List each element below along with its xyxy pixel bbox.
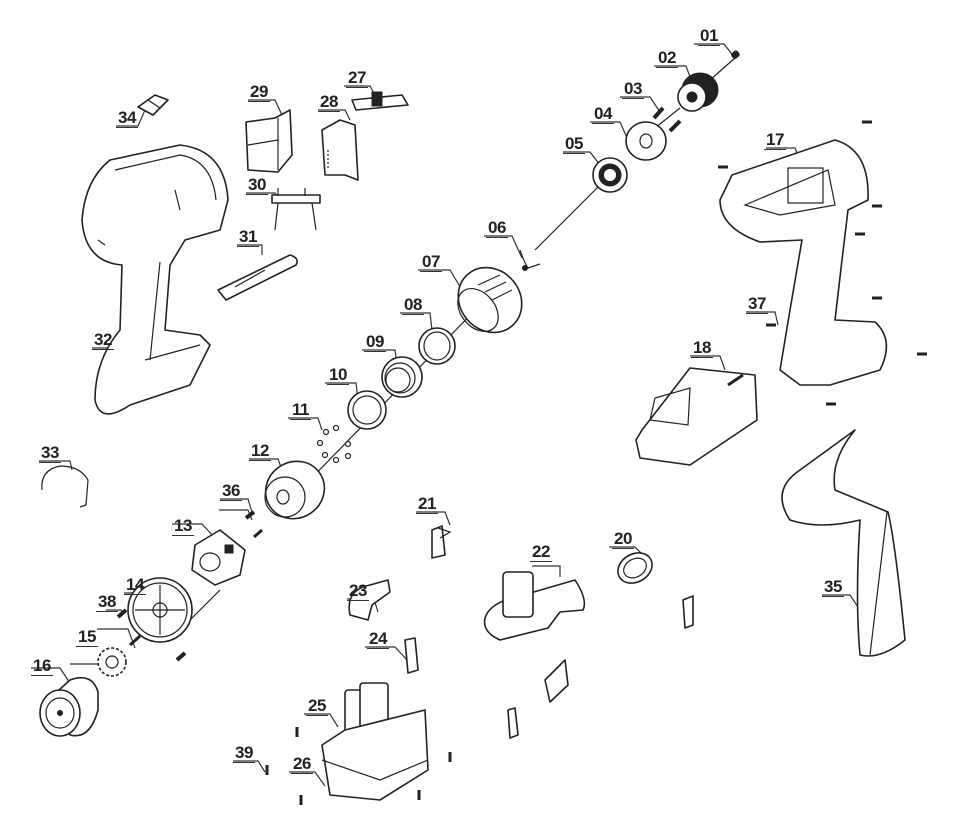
part-36-screws (244, 510, 263, 539)
part-label-26: 26 (291, 754, 313, 774)
part-label-03: 03 (622, 79, 644, 99)
part-32-left-housing (81, 144, 229, 415)
part-label-31: 31 (237, 227, 259, 247)
part-label-07: 07 (420, 252, 442, 272)
part-label-14: 14 (124, 575, 146, 595)
part-23-battery-latch (348, 579, 391, 621)
part-label-28: 28 (318, 92, 340, 112)
part-21-terminal (431, 525, 452, 559)
part-08-ring (418, 327, 456, 365)
part-04-disc (625, 121, 667, 161)
part-label-29: 29 (248, 82, 270, 102)
part-label-04: 04 (592, 104, 614, 124)
part-label-20: 20 (612, 529, 634, 549)
part-06-spring-clip (519, 249, 541, 271)
part-39-screws (265, 727, 452, 805)
part-18-charger (635, 367, 758, 466)
part-label-18: 18 (691, 338, 713, 358)
part-label-16: 16 (31, 656, 53, 676)
part-label-22: 22 (530, 542, 552, 562)
part-label-32: 32 (92, 330, 114, 350)
part-22-battery-cover (483, 571, 586, 641)
part-label-35: 35 (822, 577, 844, 597)
part-label-10: 10 (327, 365, 349, 385)
part-33-wire-clip (41, 465, 89, 508)
part-label-39: 39 (233, 743, 255, 763)
part-label-37: 37 (746, 294, 768, 314)
part-02-chuck (677, 72, 719, 112)
part-label-38: 38 (96, 592, 118, 612)
part-29-switch (245, 109, 293, 173)
part-35-grip-cover (781, 429, 906, 657)
part-label-13: 13 (172, 516, 194, 536)
part-16-motor (39, 676, 99, 737)
part-label-33: 33 (39, 443, 61, 463)
part-03-screw (652, 106, 682, 133)
part-31-belt-clip (217, 254, 298, 301)
part-38-screws (116, 608, 187, 662)
part-17-right-housing (719, 139, 888, 386)
part-07-torque-collar (457, 266, 523, 334)
part-11-steel-balls (316, 424, 352, 464)
part-label-34: 34 (116, 108, 138, 128)
part-label-05: 05 (563, 134, 585, 154)
part-20-lock-button (617, 552, 653, 584)
part-label-06: 06 (486, 218, 508, 238)
part-09-spring (381, 356, 423, 398)
part-27-reverse-switch (351, 91, 409, 111)
part-01-screw (731, 50, 740, 59)
part-label-09: 09 (364, 332, 386, 352)
part-label-01: 01 (698, 26, 720, 46)
housing-screws (718, 120, 927, 406)
part-label-12: 12 (249, 441, 271, 461)
part-label-24: 24 (367, 629, 389, 649)
part-13-gear-carrier (191, 529, 246, 586)
part-label-17: 17 (764, 130, 786, 150)
part-05-gear-ring (592, 157, 628, 193)
misc-contact-parts (507, 595, 694, 739)
part-28-switch-carrier (321, 119, 359, 181)
part-label-02: 02 (656, 48, 678, 68)
part-24-contact-spring (404, 637, 419, 674)
part-15-pinion-gear (97, 634, 142, 677)
part-label-27: 27 (346, 68, 368, 88)
part-label-25: 25 (306, 696, 328, 716)
part-10-ring (347, 390, 387, 430)
part-label-30: 30 (246, 175, 268, 195)
part-12-gearbox-housing (264, 460, 326, 520)
part-label-11: 11 (290, 400, 311, 420)
part-26-battery-housing (321, 709, 429, 801)
part-label-23: 23 (347, 581, 369, 601)
part-label-08: 08 (402, 295, 424, 315)
part-label-21: 21 (416, 494, 438, 514)
part-34-switch-slider (137, 94, 169, 116)
part-label-36: 36 (220, 481, 242, 501)
part-30-contact-bracket (271, 188, 321, 231)
part-label-15: 15 (76, 627, 98, 647)
